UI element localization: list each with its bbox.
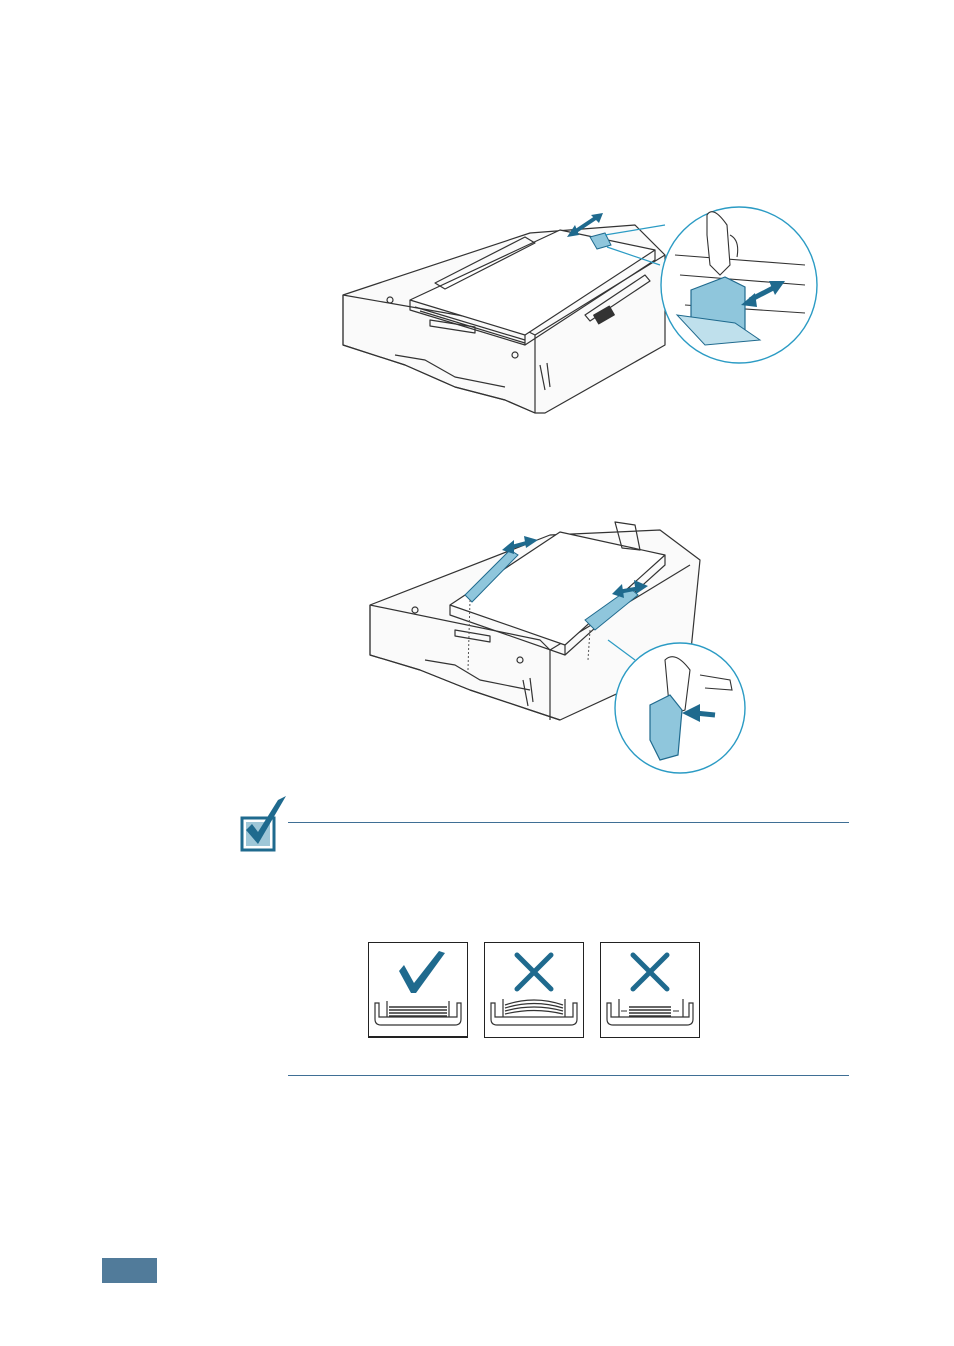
- wrong-cross-icon: [633, 955, 667, 989]
- note-top-rule: [288, 822, 849, 823]
- page-number-tab: [102, 1258, 157, 1283]
- paper-stack-loose-example: [600, 942, 700, 1038]
- wrong-cross-icon: [517, 955, 551, 989]
- paper-stack-curled-example: [484, 942, 584, 1038]
- paper-stack-correct-example: [368, 942, 468, 1038]
- paper-tray-width-guide-illustration: [360, 510, 750, 780]
- correct-checkmark-icon: [399, 951, 445, 993]
- paper-tray-length-guide-illustration: [335, 195, 825, 425]
- note-checkmark-icon: [236, 792, 292, 852]
- note-bottom-rule: [288, 1075, 849, 1076]
